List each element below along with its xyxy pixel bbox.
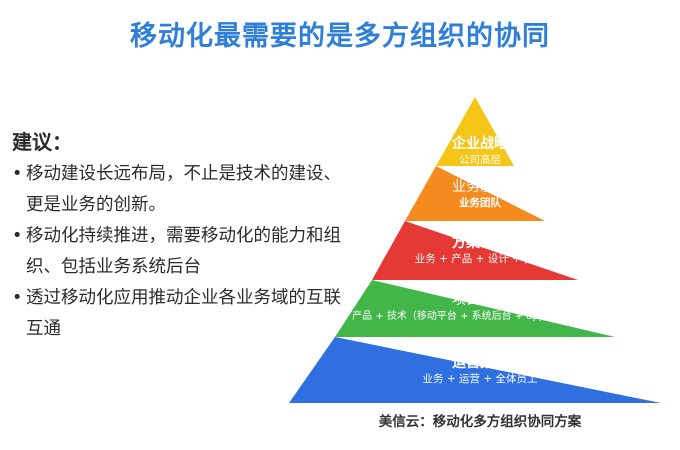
- layer-subtitle: 公司高层: [459, 154, 501, 166]
- layer-subtitle: 业务 + 运营 + 全体员工: [422, 373, 538, 385]
- pyramid-layer-implementation: [335, 280, 615, 337]
- layer-title: 企业战略: [452, 136, 508, 152]
- layer-label-business: 业务发展 业务团队: [300, 179, 660, 211]
- page-title: 移动化最需要的是多方组织的协同: [130, 21, 550, 52]
- pyramid-caption: 美信云：移动化多方组织协同方案: [378, 414, 582, 430]
- advice-heading: 建议：: [12, 130, 72, 154]
- pyramid-layer-operations: [289, 337, 661, 403]
- layer-label-operations: 运营推广 业务 + 运营 + 全体员工: [300, 355, 660, 387]
- advice-item: 透过移动化应用推动企业各业务域的互联互通: [12, 283, 342, 345]
- layer-subtitle: 业务 + 产品 + 设计 + 技术: [414, 253, 546, 265]
- advice-item: 移动化持续推进，需要移动化的能力和组织、包括业务系统后台: [12, 221, 342, 283]
- layer-title: 项目实施: [452, 292, 508, 308]
- layer-subtitle: 业务团队: [459, 197, 501, 209]
- layer-title: 运营推广: [452, 355, 508, 371]
- pyramid-layer-design: [372, 221, 578, 280]
- pyramid-layer-business: [405, 166, 545, 221]
- layer-title: 业务发展: [452, 179, 508, 195]
- layer-title: 方案设计: [452, 235, 508, 251]
- layer-label-strategy: 企业战略 公司高层: [300, 136, 660, 168]
- pyramid-layer-strategy: [436, 97, 514, 166]
- advice-item: 移动建设长远布局，不止是技术的建设、更是业务的创新。: [12, 159, 342, 221]
- layer-label-implementation: 项目实施 产品 + 技术（移动平台 + 系统后台 + app+h5）+ 测试: [300, 292, 660, 324]
- layer-subtitle: 产品 + 技术（移动平台 + 系统后台 + app+h5）+ 测试: [352, 311, 608, 322]
- layer-label-design: 方案设计 业务 + 产品 + 设计 + 技术: [300, 235, 660, 267]
- advice-panel: 建议： 移动建设长远布局，不止是技术的建设、更是业务的创新。 移动化持续推进，需…: [12, 126, 342, 345]
